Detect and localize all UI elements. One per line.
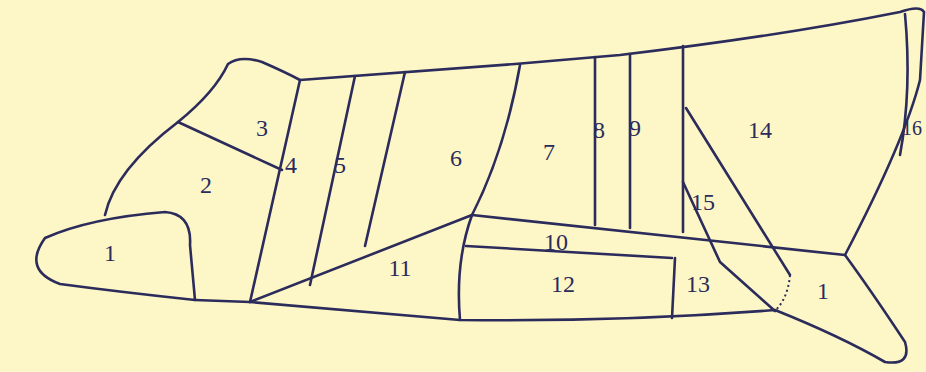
callout-number: 1 [104, 241, 116, 265]
callout-number: 3 [256, 116, 268, 140]
callout-number: 11 [388, 256, 411, 280]
callout-number: 5 [334, 153, 346, 177]
callout-number: 4 [285, 153, 297, 177]
callout-number: 1 [817, 279, 829, 303]
callout-number: 16 [902, 118, 922, 138]
callout-number: 8 [593, 118, 605, 142]
callout-number: 6 [450, 146, 462, 170]
callout-number: 9 [629, 116, 641, 140]
callout-number: 7 [543, 140, 555, 164]
callout-number: 10 [544, 230, 568, 254]
callout-number: 12 [551, 272, 575, 296]
callout-number: 15 [691, 190, 715, 214]
callout-number: 2 [200, 173, 212, 197]
callout-number: 14 [748, 118, 772, 142]
callout-number: 13 [686, 272, 710, 296]
